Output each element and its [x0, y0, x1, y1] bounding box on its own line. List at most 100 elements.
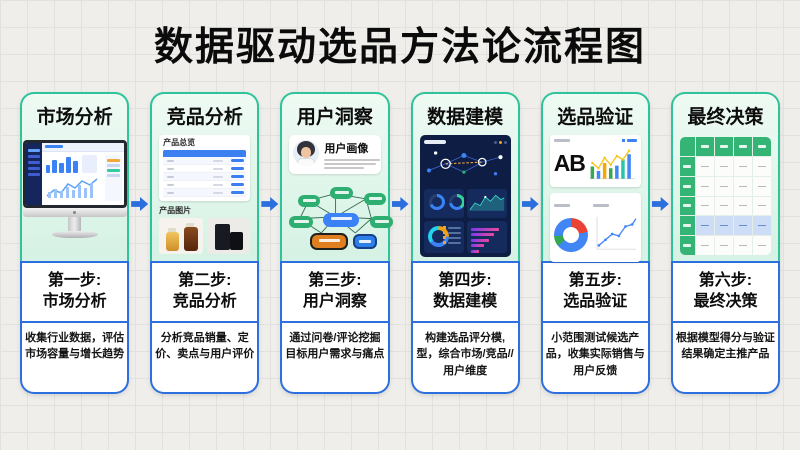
amber-bottle — [166, 228, 180, 251]
ab-test-panel: AB — [549, 135, 641, 187]
bar — [470, 227, 499, 231]
dashboard-topbar — [423, 139, 507, 145]
mini-side-panel — [104, 155, 122, 201]
horizontal-bars — [467, 221, 507, 253]
graffiti-word — [310, 233, 349, 250]
imac-computer — [22, 135, 127, 238]
cell-dash — [167, 191, 175, 194]
text-line — [324, 159, 381, 161]
matrix-cell: — — [695, 156, 714, 176]
step-description: 分析竞品销量、定价、卖点与用户评价 — [150, 322, 260, 394]
cell-dash — [213, 183, 224, 186]
matrix-cell-highlighted: — — [752, 216, 772, 236]
competitor-illustration: 产品总览 产品图片 — [157, 135, 252, 257]
card-top-final-decision: 最终决策 — — — — — — — — — [670, 92, 781, 261]
step-name: 选品验证 — [563, 292, 628, 310]
legend-item — [442, 236, 461, 239]
graffiti-word — [353, 234, 378, 249]
card-top-competitor-analysis: 竞品分析 产品总览 产品图片 — [150, 92, 260, 261]
trend-line-chart — [596, 216, 637, 250]
step-name: 用户洞察 — [302, 292, 367, 310]
step-description: 收集行业数据，评估市场容量与增长趋势 — [20, 322, 130, 394]
action-button — [231, 182, 245, 187]
table-row — [163, 157, 247, 165]
sidebar-item — [27, 167, 40, 170]
matrix-row-header — [679, 176, 695, 196]
card-top-data-modeling: 数据建模 — [410, 92, 520, 261]
mindmap-center-node — [323, 213, 360, 227]
step-label-box: 第五步: 选品验证 — [540, 261, 650, 323]
trend-block — [592, 197, 639, 258]
gauge-ring — [428, 194, 445, 210]
topbar-pill — [44, 145, 63, 148]
chart-legend — [621, 139, 637, 142]
step-card-market-analysis: 市场分析 — [20, 92, 130, 394]
bar — [470, 238, 490, 242]
matrix-cell: — — [733, 176, 752, 196]
legend-swatch — [442, 231, 446, 234]
dashboard-sidebar — [25, 143, 42, 205]
step-card-data-modeling: 数据建模 — [410, 92, 520, 394]
step-label-box: 第四步: 数据建模 — [410, 261, 520, 323]
black-device — [230, 232, 244, 250]
matrix-cell: — — [752, 176, 772, 196]
step-label-box: 第六步: 最终决策 — [670, 261, 781, 323]
step-card-user-insight: 用户洞察 用户画像 — [280, 92, 394, 394]
bar — [470, 244, 485, 247]
dark-bottle — [184, 223, 199, 251]
sidebar-item — [27, 149, 40, 152]
matrix-cell: — — [733, 196, 752, 216]
table-row — [163, 173, 247, 181]
ab-chart-row: AB — [554, 143, 637, 183]
dashboard-middle-row — [423, 189, 507, 218]
flow-arrow-icon — [131, 196, 149, 212]
market-dashboard-illustration — [22, 135, 127, 257]
cell-dash — [213, 167, 224, 170]
panel-title-bar — [553, 139, 570, 142]
topbar-dots — [493, 140, 507, 144]
node-text — [294, 220, 309, 223]
imac-chin — [22, 208, 127, 217]
step-number: 第六步: — [698, 272, 753, 289]
table-row — [163, 165, 247, 173]
legend-item — [442, 231, 461, 234]
table-body — [163, 157, 247, 197]
step-card-validation: 选品验证 AB — [540, 92, 650, 394]
share-donut-chart — [553, 218, 588, 252]
donut-panel — [423, 221, 464, 253]
text-line — [324, 167, 365, 169]
matrix-cell-highlighted: — — [695, 216, 714, 236]
step-description: 通过问卷/评论挖掘目标用户需求与痛点 — [280, 322, 390, 394]
stat-bar — [106, 169, 120, 172]
step-name: 竞品分析 — [172, 292, 237, 310]
legend-item — [442, 241, 461, 244]
mindmap-node — [364, 193, 387, 205]
sidebar-item — [27, 155, 40, 158]
mini-line-chart — [46, 178, 98, 198]
cell-dash — [213, 175, 224, 178]
imac-stand — [68, 217, 82, 231]
card-header-label: 市场分析 — [36, 107, 113, 128]
legend-swatch — [621, 139, 625, 142]
header-text-bar — [719, 144, 728, 148]
card-header-label: 用户洞察 — [296, 107, 373, 128]
step-card-competitor-analysis: 竞品分析 产品总览 产品图片 — [150, 92, 260, 394]
legend-item — [442, 226, 461, 229]
node-text — [330, 217, 353, 220]
step-number: 第二步: — [178, 272, 232, 289]
action-button — [231, 166, 245, 171]
mini-panel — [81, 155, 97, 173]
product-images — [159, 218, 251, 254]
mindmap-node — [370, 216, 394, 228]
legend-text — [447, 236, 461, 239]
legend-swatch — [442, 226, 446, 229]
matrix-header-cell — [714, 137, 733, 156]
dashboard-bottom-row — [423, 221, 507, 253]
panel-header — [553, 139, 637, 142]
cell-dash — [213, 159, 224, 162]
user-avatar — [293, 140, 320, 166]
page-title: 数据驱动选品方法论流程图 — [153, 26, 646, 69]
matrix-cell: — — [752, 196, 772, 216]
product-table-panel: 产品总览 — [159, 135, 251, 201]
decision-matrix-table: — — — — — — — — — — — — — — — [679, 137, 772, 255]
